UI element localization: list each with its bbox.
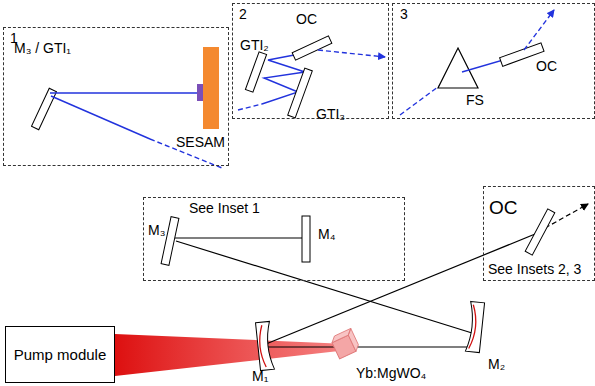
part-label: M₁ [252, 368, 268, 384]
inset-label: 3 [399, 6, 409, 22]
part-label: SESAM [176, 134, 225, 150]
inset-label: See Inset 1 [188, 200, 261, 216]
part-label: M₄ [318, 226, 335, 242]
part-label: GTI₂ [240, 37, 269, 53]
part-label: M₃ [148, 222, 165, 238]
box-label: Pump module [14, 347, 107, 363]
part-label: FS [466, 92, 484, 108]
inset-label: See Insets 2, 3 [487, 261, 582, 277]
inset-3-drawing [400, 10, 554, 115]
part-label: GTI₃ [316, 106, 345, 122]
part-label: Yb:MgWO₄ [356, 365, 426, 381]
inset-2-drawing [238, 36, 385, 118]
part-label: M₂ [488, 356, 505, 372]
inset-region: See Inset 1 [143, 197, 405, 281]
part-label: M₃ / GTI₁ [14, 40, 71, 56]
main-cavity-drawing [115, 204, 588, 376]
inset-label: 2 [238, 6, 248, 22]
part-label: OC [489, 197, 518, 218]
inset-region: 3 [392, 3, 595, 119]
module-box: Pump module [5, 326, 115, 383]
part-label: OC [296, 11, 317, 27]
part-label: OC [536, 58, 557, 74]
